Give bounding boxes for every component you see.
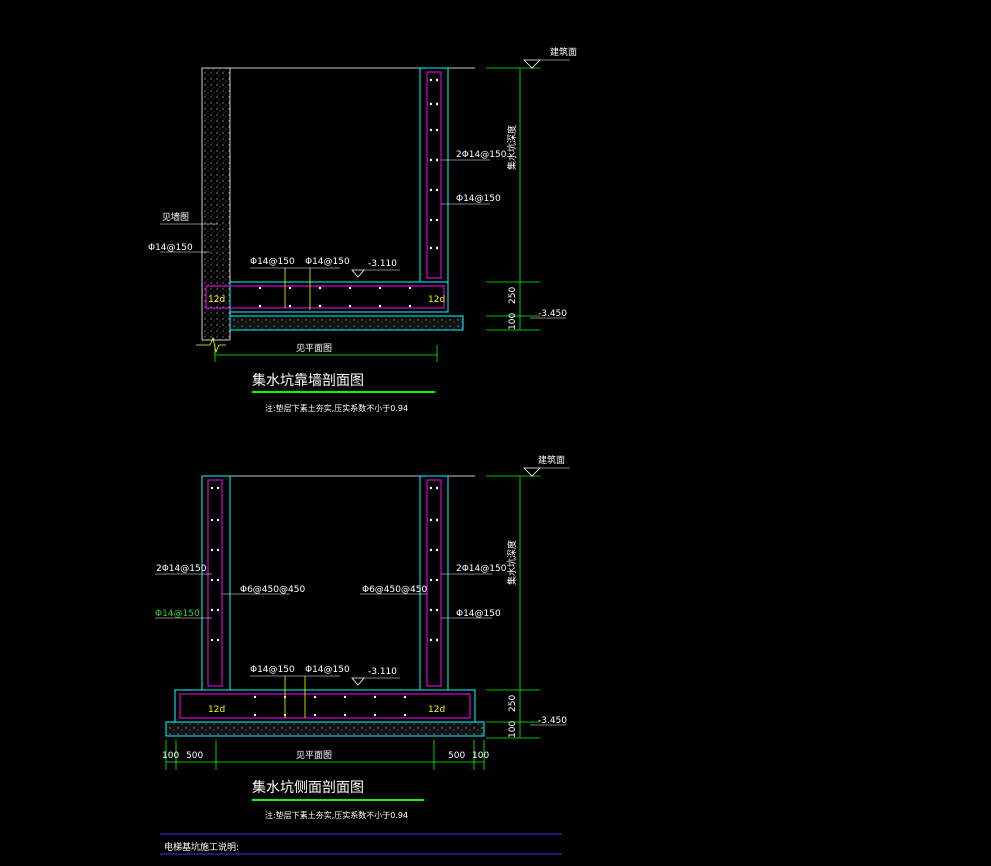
s2-level-bottom: -3.110 [368,667,397,677]
s2-right-bar-mid: Φ14@150 [456,609,501,619]
s2-dim-right-100: 100 [472,751,489,761]
s2-dim-right-500: 500 [448,751,465,761]
s2-level-base: -3.450 [538,716,567,726]
bottom-slab-1 [229,281,449,313]
s2-dim-250: 250 [508,695,518,712]
s1-note: 注:垫层下素土夯实,压实系数不小于0.94 [265,403,408,413]
s1-bottom-bar2: Φ14@150 [305,257,350,267]
s1-bottom-bar1: Φ14@150 [250,257,295,267]
s1-wall-label: 见墙图 [162,211,189,223]
s2-right-bar-top: 2Φ14@150 [456,564,507,574]
cushion-2 [165,721,485,737]
cushion-1 [229,315,464,331]
s1-right-bar-top: 2Φ14@150 [456,150,507,160]
rebar-dots-1 [258,78,439,308]
s2-anchor-right: 12d [428,705,445,715]
left-wall-2 [201,475,231,691]
s2-anchor-left: 12d [208,705,225,715]
s2-dim-left-500: 500 [186,751,203,761]
s2-left-bar-mid: Φ14@150 [155,609,200,619]
s2-left-bar-top: 2Φ14@150 [156,564,207,574]
s1-left-bar: Φ14@150 [148,243,193,253]
section-2-drawing [155,467,570,855]
section-1-drawing [160,59,570,393]
s2-plan-ref: 见平面图 [296,750,332,761]
s1-depth-label: 集水坑深度 [506,125,518,170]
rebar-dots-2 [210,486,439,717]
retaining-wall [201,67,231,341]
right-wall-1 [419,67,449,283]
s1-title: 集水坑靠墙剖面图 [252,372,364,389]
s1-anchor-right: 12d [428,295,445,305]
s1-plan-ref: 见平面图 [296,343,332,354]
s2-bottom-bar2: Φ14@150 [305,665,350,675]
s1-dim-100: 100 [508,313,518,330]
footer-heading: 电梯基坑施工说明: [164,841,239,853]
s2-title: 集水坑侧面剖面图 [252,779,364,796]
s2-note: 注:垫层下素土夯实,压实系数不小于0.94 [265,810,408,820]
s1-right-bar-mid: Φ14@150 [456,194,501,204]
s1-level-base: -3.450 [538,309,567,319]
s1-level-bottom: -3.110 [368,259,397,269]
s2-dim-100: 100 [508,721,518,738]
s1-dim-250: 250 [508,287,518,304]
s2-top-mark: 建筑面 [538,454,565,466]
s2-right-tie: Φ6@450@450 [362,585,427,595]
s1-top-mark: 建筑面 [550,46,577,58]
right-wall-2 [419,475,449,691]
s2-dim-left-100: 100 [162,751,179,761]
s1-anchor-left: 12d [208,295,225,305]
s2-left-tie: Φ6@450@450 [240,585,305,595]
s2-depth-label: 集水坑深度 [506,540,518,585]
s2-bottom-bar1: Φ14@150 [250,665,295,675]
